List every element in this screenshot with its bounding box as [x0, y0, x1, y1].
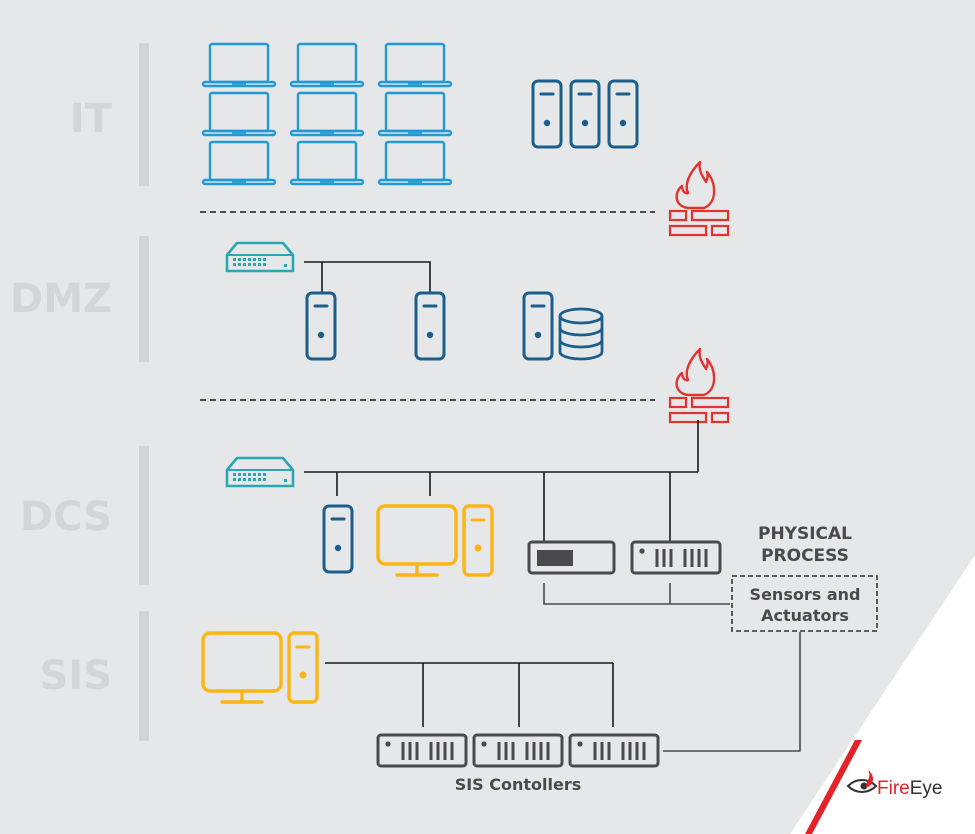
zone-bar-sis — [139, 611, 149, 741]
zone-bar-dcs — [139, 446, 149, 585]
fireeye-logo[interactable]: FireEye — [846, 770, 942, 799]
dcs-controller-icon-1[interactable] — [527, 540, 616, 575]
zone-label-it: IT — [70, 96, 113, 142]
brand-name-fire: Fire — [877, 778, 910, 799]
zone-bar-dmz — [139, 236, 149, 362]
zone-label-sis: SIS — [40, 653, 113, 699]
dmz-wires — [304, 261, 431, 292]
brand-name: FireEye — [877, 778, 942, 799]
zone-bar-it — [139, 43, 149, 186]
zone-label-dcs: DCS — [20, 494, 112, 540]
red-diagonal-stripe — [805, 740, 862, 834]
sensors-label-line2: Actuators — [761, 606, 849, 625]
brand-name-eye: Eye — [910, 778, 943, 799]
physical-process-label-line2: PROCESS — [761, 546, 849, 566]
fireeye-eye-logo-icon — [846, 770, 878, 793]
white-corner-panel — [790, 555, 975, 834]
database-server-icon[interactable] — [522, 291, 604, 361]
sis-wires — [325, 662, 614, 727]
physical-process-label-line1: PHYSICAL — [758, 524, 852, 544]
dcs-wires — [304, 420, 801, 752]
zone-label-dmz: DMZ — [10, 276, 112, 322]
sis-controllers-label: SIS Contollers — [455, 775, 582, 794]
sensors-actuators-box[interactable] — [731, 575, 878, 632]
sensors-label-line1: Sensors and — [750, 585, 861, 604]
